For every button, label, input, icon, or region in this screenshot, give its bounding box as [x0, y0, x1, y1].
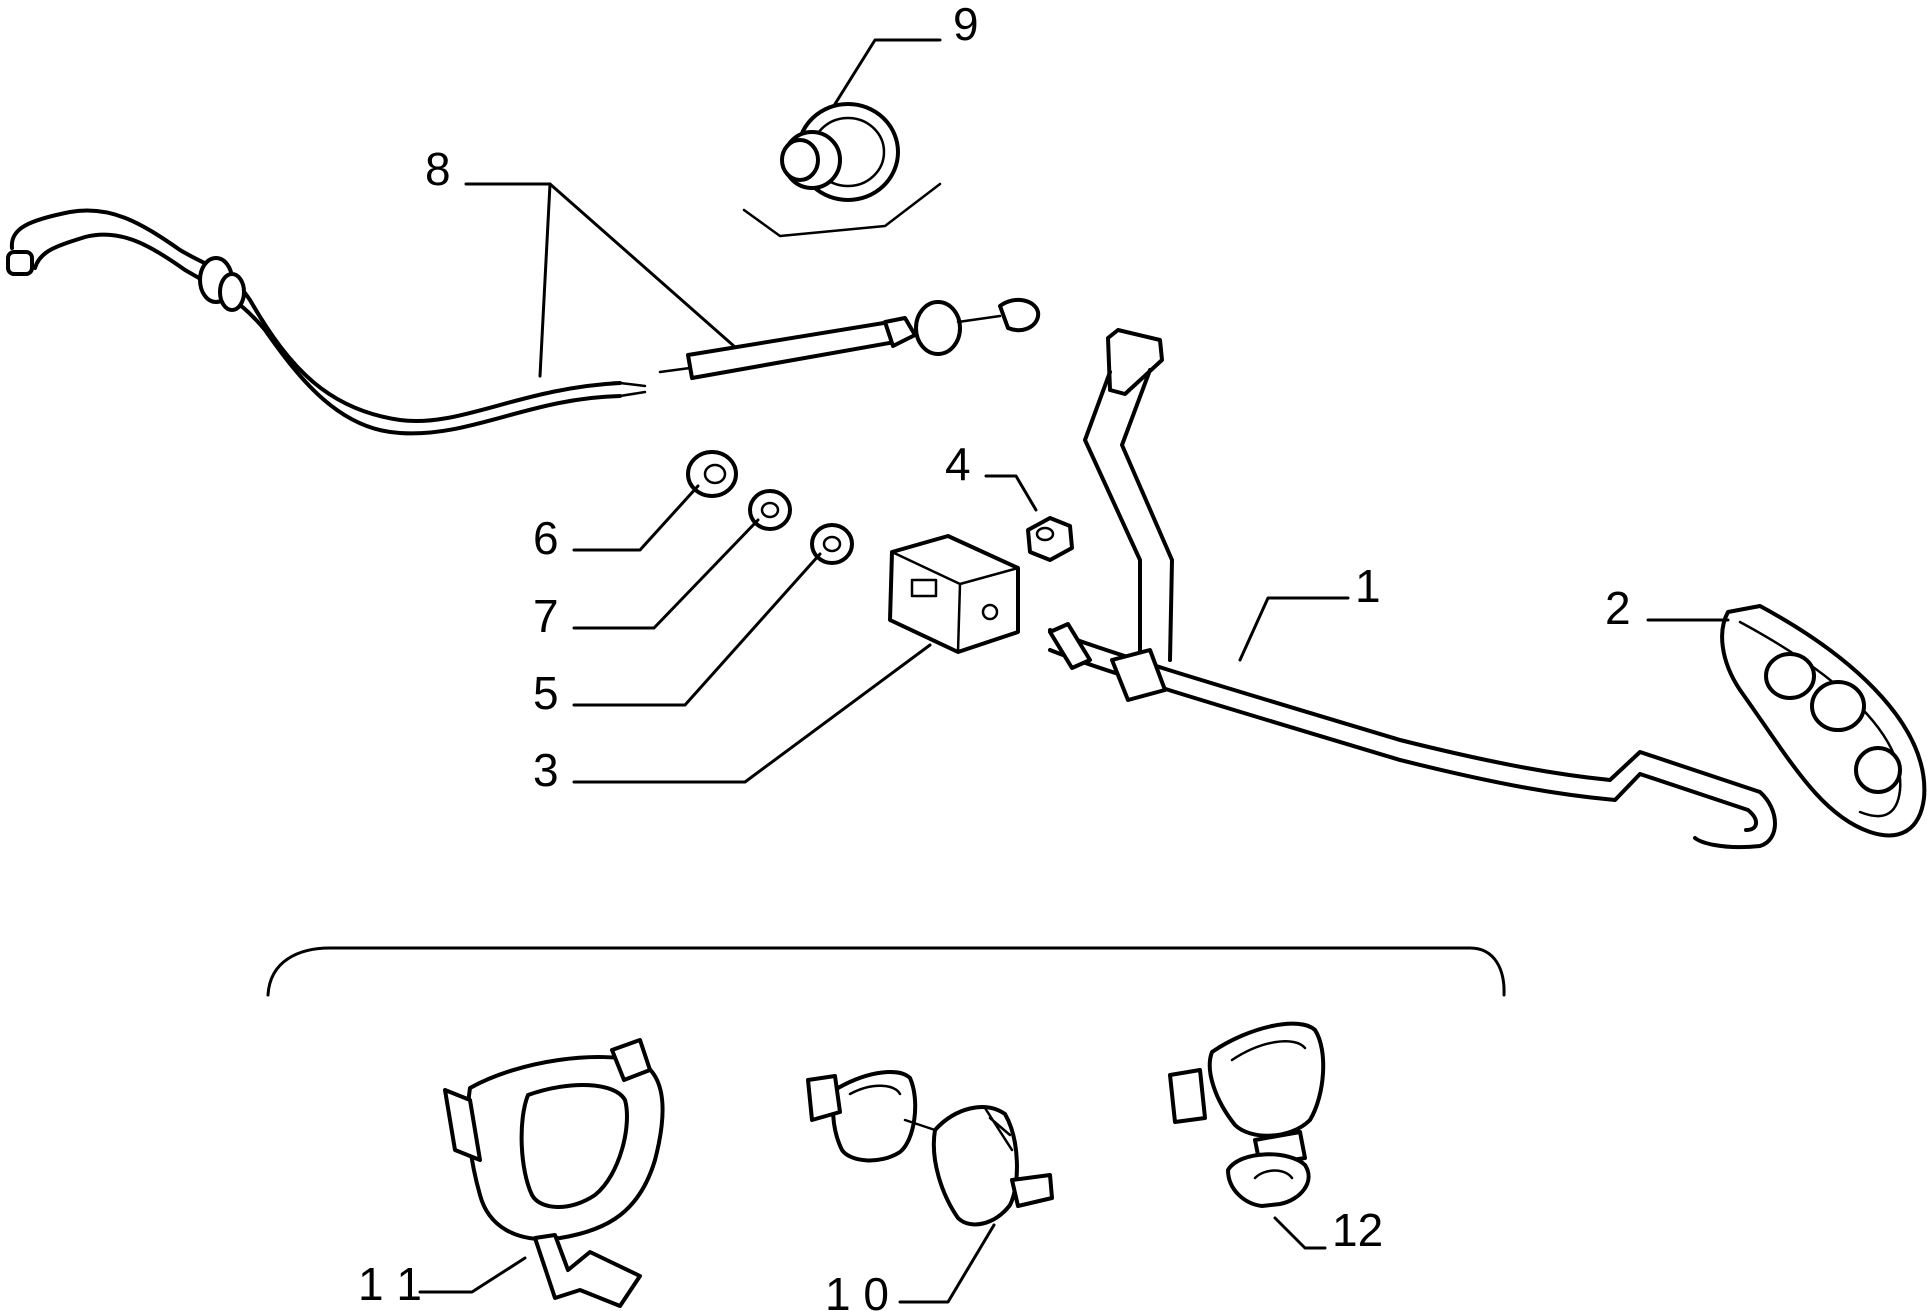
- part-6-bushing: [686, 450, 738, 498]
- leader-5: [572, 552, 822, 707]
- part-12-clip: [1168, 1021, 1326, 1208]
- part-2-pedal-pad: [1720, 604, 1927, 838]
- leader-4: [984, 474, 1038, 512]
- callout-8: 8: [425, 143, 451, 195]
- callout-1: 1: [1355, 560, 1381, 612]
- clip-group-bracket: [266, 946, 1506, 997]
- callout-10: 1 0: [825, 1268, 889, 1311]
- leader-9: [833, 38, 942, 106]
- callout-11: 1 1: [358, 1258, 422, 1310]
- leader-10: [898, 1223, 996, 1304]
- part-10-double-clip: [806, 1070, 1054, 1227]
- part-1-lever-rod: [1048, 328, 1777, 850]
- part-8-cable-left: [6, 208, 647, 436]
- part-4-nut: [1026, 516, 1074, 562]
- leader-8-right: [548, 182, 737, 349]
- callout-3: 3: [533, 744, 559, 796]
- leader-3: [572, 643, 932, 784]
- callout-4: 4: [945, 438, 971, 490]
- part-9-grommet: [742, 102, 942, 238]
- callout-12: 12: [1332, 1204, 1383, 1256]
- leader-1: [1238, 596, 1350, 662]
- part-3-block: [888, 534, 1020, 654]
- leader-7: [572, 518, 760, 630]
- part-5-washer: [810, 523, 854, 565]
- callout-7: 7: [533, 590, 559, 642]
- callout-2: 2: [1605, 582, 1631, 634]
- callout-9: 9: [953, 0, 979, 50]
- leader-11: [418, 1256, 527, 1294]
- leader-8-left: [464, 182, 552, 378]
- callout-6: 6: [533, 512, 559, 564]
- part-11-clip: [443, 1038, 665, 1308]
- leader-6: [572, 484, 700, 552]
- part-7-washer: [748, 489, 792, 531]
- part-8-cable-right: [658, 297, 1041, 380]
- leader-12: [1273, 1216, 1327, 1250]
- callout-5: 5: [533, 667, 559, 719]
